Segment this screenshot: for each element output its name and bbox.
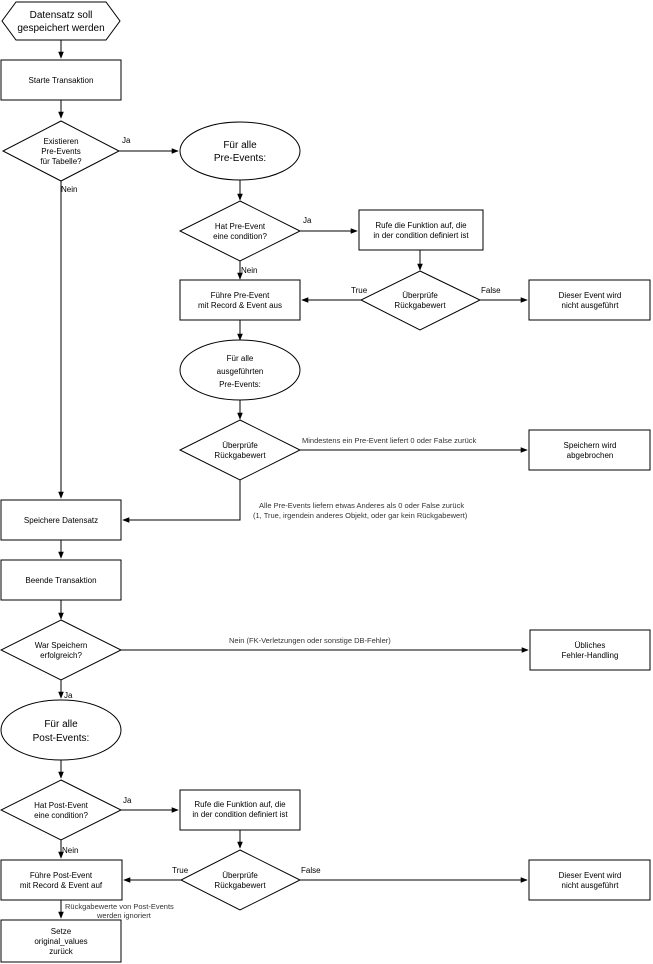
- node-loop-executed-line-3: Pre-Events:: [219, 380, 261, 389]
- label-true-pre: True: [351, 286, 368, 295]
- node-loop-executed-line-2: ausgeführten: [217, 367, 264, 376]
- node-loop-post-events: Für alle Post-Events:: [0, 699, 122, 761]
- node-pre-event-condition: Hat Pre-Event eine condition?: [178, 200, 302, 262]
- edges: [58, 40, 529, 919]
- node-check-return-post: Überprüfe Rückgabewert: [179, 849, 302, 911]
- node-pre-event-condition-line-2: eine condition?: [213, 232, 267, 241]
- node-abort-save: Speichern wird abgebrochen: [528, 429, 651, 471]
- node-save-successful: War Speichern erfolgreich?: [0, 619, 123, 681]
- node-check-return-pre-line-2: Rückgabewert: [394, 301, 446, 310]
- node-check-return-all-line-1: Überprüfe: [222, 441, 258, 450]
- label-false-pre: False: [481, 286, 501, 295]
- node-start-transaction: Starte Transaktion: [0, 59, 122, 101]
- node-call-function-post: Rufe die Funktion auf, die in der condit…: [179, 789, 301, 831]
- node-skip-pre-event-line-2: nicht ausgeführt: [562, 301, 620, 310]
- node-abort-save-line-1: Speichern wird: [564, 441, 617, 450]
- node-exist-pre-events-line-3: für Tabelle?: [40, 157, 82, 166]
- node-loop-executed-pre-events: Für alle ausgeführten Pre-Events:: [179, 339, 301, 401]
- node-error-handling: Übliches Fehler-Handling: [529, 629, 651, 671]
- node-call-function-pre-line-2: in der condition definiert ist: [373, 231, 469, 240]
- node-check-return-post-line-2: Rückgabewert: [214, 881, 266, 890]
- node-check-return-pre-line-1: Überprüfe: [402, 291, 438, 300]
- node-call-function-post-line-1: Rufe die Funktion auf, die: [194, 800, 286, 809]
- node-exist-pre-events-line-1: Existieren: [43, 137, 78, 146]
- label-nein-exist: Nein: [61, 185, 77, 194]
- edge-check-all-pre: [122, 480, 241, 523]
- node-loop-pre-events-line-2: Pre-Events:: [214, 153, 266, 164]
- label-ja-exist: Ja: [122, 136, 131, 145]
- label-min-one-pre-event: Mindestens ein Pre-Event liefert 0 oder …: [302, 436, 476, 445]
- node-check-return-pre: Überprüfe Rückgabewert: [359, 270, 482, 331]
- node-post-event-condition-line-1: Hat Post-Event: [34, 801, 89, 810]
- node-execute-pre-event-line-1: Führe Pre-Event: [211, 291, 270, 300]
- node-execute-post-event-line-1: Führe Post-Event: [30, 871, 93, 880]
- node-loop-post-events-line-2: Post-Events:: [33, 733, 90, 744]
- node-execute-post-event: Führe Post-Event mit Record & Event auf: [0, 859, 123, 901]
- node-execute-pre-event-line-2: mit Record & Event aus: [198, 301, 282, 310]
- label-nein-post-cond: Nein: [62, 846, 78, 855]
- node-loop-executed-line-1: Für alle: [227, 354, 254, 363]
- node-loop-post-events-line-1: Für alle: [44, 719, 78, 730]
- node-skip-post-event-line-1: Dieser Event wird: [559, 871, 622, 880]
- node-save-record: Speichere Datensatz: [0, 499, 122, 541]
- node-exist-pre-events-line-2: Pre-Events: [41, 147, 81, 156]
- node-execute-pre-event: Führe Pre-Event mit Record & Event aus: [179, 279, 301, 321]
- node-end-transaction-label: Beende Transaktion: [25, 576, 96, 585]
- node-abort-save-line-2: abgebrochen: [567, 451, 614, 460]
- node-check-return-all: Überprüfe Rückgabewert: [178, 419, 302, 481]
- label-nein-fk-errors: Nein (FK-Verletzungen oder sonstige DB-F…: [229, 636, 391, 645]
- node-start: Datensatz soll gespeichert werden: [1, 1, 121, 41]
- node-loop-pre-events: Für alle Pre-Events:: [179, 121, 301, 181]
- node-call-function-pre: Rufe die Funktion auf, die in der condit…: [358, 209, 484, 251]
- node-skip-pre-event-line-1: Dieser Event wird: [559, 291, 622, 300]
- node-error-handling-line-2: Fehler-Handling: [562, 651, 619, 660]
- node-start-transaction-label: Starte Transaktion: [29, 76, 94, 85]
- node-pre-event-condition-line-1: Hat Pre-Event: [215, 222, 266, 231]
- label-ignored-line-2: werden ignoriert: [96, 911, 152, 920]
- label-ja-pre-cond: Ja: [303, 216, 312, 225]
- label-all-pre-events-line-1: Alle Pre-Events liefern etwas Anderes al…: [259, 501, 464, 510]
- node-call-function-pre-line-1: Rufe die Funktion auf, die: [375, 221, 467, 230]
- node-post-event-condition-line-2: eine condition?: [34, 811, 88, 820]
- node-skip-post-event: Dieser Event wird nicht ausgeführt: [528, 859, 651, 901]
- node-execute-post-event-line-2: mit Record & Event auf: [20, 881, 103, 890]
- node-start-line-1: Datensatz soll: [30, 10, 93, 21]
- node-save-successful-line-1: War Speichern: [35, 641, 88, 650]
- node-error-handling-line-1: Übliches: [575, 641, 606, 650]
- node-check-return-all-line-2: Rückgabewert: [214, 451, 266, 460]
- node-save-record-label: Speichere Datensatz: [24, 516, 98, 525]
- node-loop-pre-events-line-1: Für alle: [223, 140, 257, 151]
- node-exist-pre-events: Existieren Pre-Events für Tabelle?: [1, 120, 121, 182]
- node-skip-pre-event: Dieser Event wird nicht ausgeführt: [528, 279, 651, 321]
- node-post-event-condition: Hat Post-Event eine condition?: [0, 779, 123, 841]
- edge-labels: Ja Nein Ja Nein True False Mindestens ei…: [61, 136, 501, 920]
- label-ja-post-cond: Ja: [123, 796, 132, 805]
- label-nein-pre-cond: Nein: [241, 266, 257, 275]
- node-reset-line-3: zurück: [49, 947, 74, 956]
- node-end-transaction: Beende Transaktion: [0, 559, 122, 601]
- node-skip-post-event-line-2: nicht ausgeführt: [562, 881, 620, 890]
- label-ignored-line-1: Rückgabewerte von Post-Events: [65, 902, 174, 911]
- node-reset-line-1: Setze: [51, 927, 72, 936]
- label-false-post: False: [301, 866, 321, 875]
- node-reset-original-values: Setze original_values zurück: [0, 919, 122, 963]
- label-ja-success: Ja: [64, 691, 73, 700]
- label-all-pre-events-line-2: (1, True, irgendein anderes Objekt, oder…: [253, 511, 468, 520]
- node-check-return-post-line-1: Überprüfe: [222, 871, 258, 880]
- node-start-line-2: gespeichert werden: [17, 23, 104, 34]
- node-call-function-post-line-2: in der condition definiert ist: [192, 810, 288, 819]
- node-save-successful-line-2: erfolgreich?: [40, 651, 82, 660]
- label-true-post: True: [172, 866, 189, 875]
- node-reset-line-2: original_values: [34, 937, 87, 946]
